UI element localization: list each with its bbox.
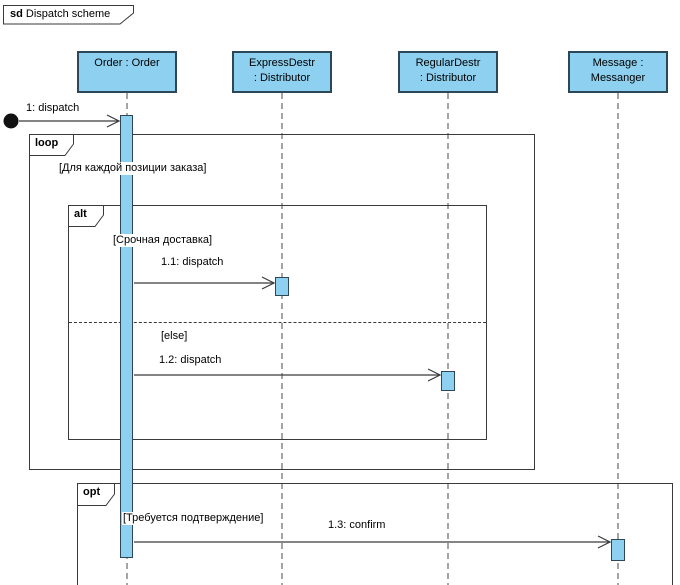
lifeline-head-message[interactable]: Message : Messanger	[568, 51, 668, 93]
title-name: Dispatch scheme	[25, 8, 111, 20]
opt-operator-label: opt	[83, 486, 101, 498]
activation-message[interactable]	[611, 539, 625, 561]
opt-pentagon-shape	[77, 483, 115, 506]
alt-operator-tab[interactable]: alt	[68, 205, 104, 227]
lifeline-head-message-line1: Message :	[592, 57, 644, 69]
lifeline-head-regulardestr[interactable]: RegularDestr : Distributor	[398, 51, 498, 93]
open-arrowhead	[106, 114, 121, 128]
lifeline-head-message-line2: Messanger	[590, 72, 646, 84]
initial-node-circle	[3, 113, 19, 129]
opt-guard: [Требуется подтверждение]	[122, 512, 265, 525]
diagram-title: sd Dispatch scheme	[10, 8, 110, 20]
lifeline-head-order-line1: Order : Order	[94, 57, 160, 69]
loop-guard: [Для каждой позиции заказа]	[58, 162, 208, 175]
title-keyword: sd	[10, 8, 23, 20]
message-1.1-label: 1.1: dispatch	[160, 256, 225, 269]
alt-guard-if: [Срочная доставка]	[112, 234, 214, 247]
message-1.3-label: 1.3: confirm	[327, 519, 387, 532]
diagram-title-tab: sd Dispatch scheme	[3, 5, 135, 30]
title-pentagon-shape	[3, 5, 134, 25]
lifeline-head-expressdestr[interactable]: ExpressDestr : Distributor	[232, 51, 332, 93]
opt-fragment-frame[interactable]	[77, 483, 673, 585]
alt-pentagon-shape	[68, 205, 104, 227]
lifeline-head-expressdestr-line1: ExpressDestr	[248, 57, 316, 69]
message-1.2-label: 1.2: dispatch	[158, 354, 223, 367]
lifeline-head-order[interactable]: Order : Order	[77, 51, 177, 93]
loop-pentagon-shape	[29, 134, 74, 156]
alt-guard-else: [else]	[160, 330, 189, 343]
loop-operator-tab[interactable]: loop	[29, 134, 74, 156]
initial-node[interactable]	[3, 113, 19, 129]
lifeline-head-expressdestr-line2: : Distributor	[253, 72, 311, 84]
loop-fragment-frame[interactable]	[29, 134, 535, 470]
lifeline-head-regulardestr-line1: RegularDestr	[415, 57, 481, 69]
alt-operator-label: alt	[74, 208, 87, 220]
activation-order[interactable]	[120, 115, 133, 558]
loop-operator-label: loop	[35, 137, 59, 149]
opt-operator-tab[interactable]: opt	[77, 483, 115, 506]
activation-expressdestr[interactable]	[275, 277, 289, 296]
activation-regulardestr[interactable]	[441, 371, 455, 391]
alt-separator-line	[69, 322, 486, 323]
lifeline-head-regulardestr-line2: : Distributor	[419, 72, 477, 84]
message-1-dispatch-arrow[interactable]	[19, 114, 121, 128]
message-1-label: 1: dispatch	[25, 102, 81, 115]
alt-fragment-frame[interactable]	[68, 205, 487, 440]
